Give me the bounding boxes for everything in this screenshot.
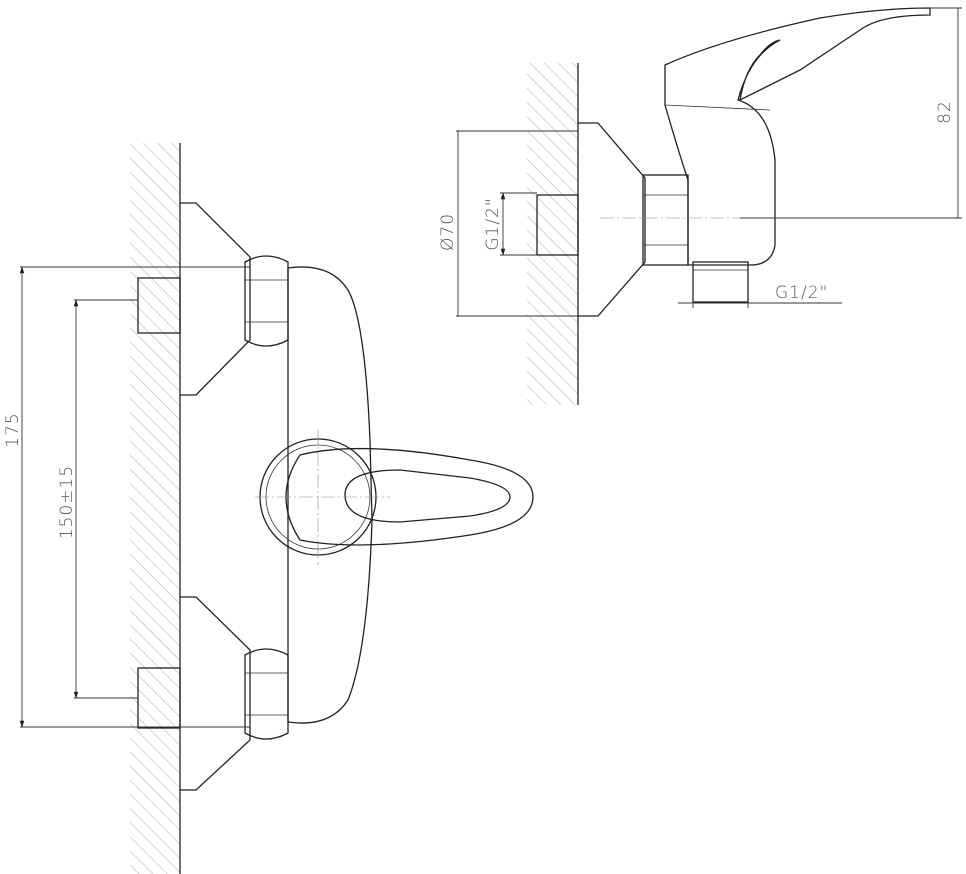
outlet-connector	[692, 261, 749, 303]
mixer-body	[287, 266, 373, 724]
inlet-thread-label: G1/2"	[483, 197, 503, 250]
hex-nut-top	[244, 255, 289, 347]
dimension-150-label: 150±15	[57, 465, 77, 539]
mixer-body-side	[664, 7, 931, 266]
dimension-diameter-label: Ø70	[438, 213, 458, 251]
wall-hatch	[130, 143, 180, 874]
front-view: 175 150±15	[3, 143, 534, 874]
outlet-thread-label: G1/2"	[775, 283, 828, 303]
escutcheon-side	[578, 122, 646, 317]
dimension-82-label: 82	[935, 100, 955, 124]
escutcheon-top	[180, 202, 251, 396]
dimension-175-label: 175	[3, 412, 23, 447]
hex-nut-bottom	[244, 648, 289, 740]
inlet-pipe-side	[536, 194, 579, 256]
wall-hatch-side	[527, 63, 578, 405]
hex-nut-side	[642, 174, 689, 266]
escutcheon-bottom	[180, 596, 251, 791]
inlet-pipe-top	[137, 277, 181, 334]
side-view: Ø70 G1/2" 82 G1/2"	[438, 7, 962, 405]
lever-handle[interactable]	[285, 447, 534, 546]
